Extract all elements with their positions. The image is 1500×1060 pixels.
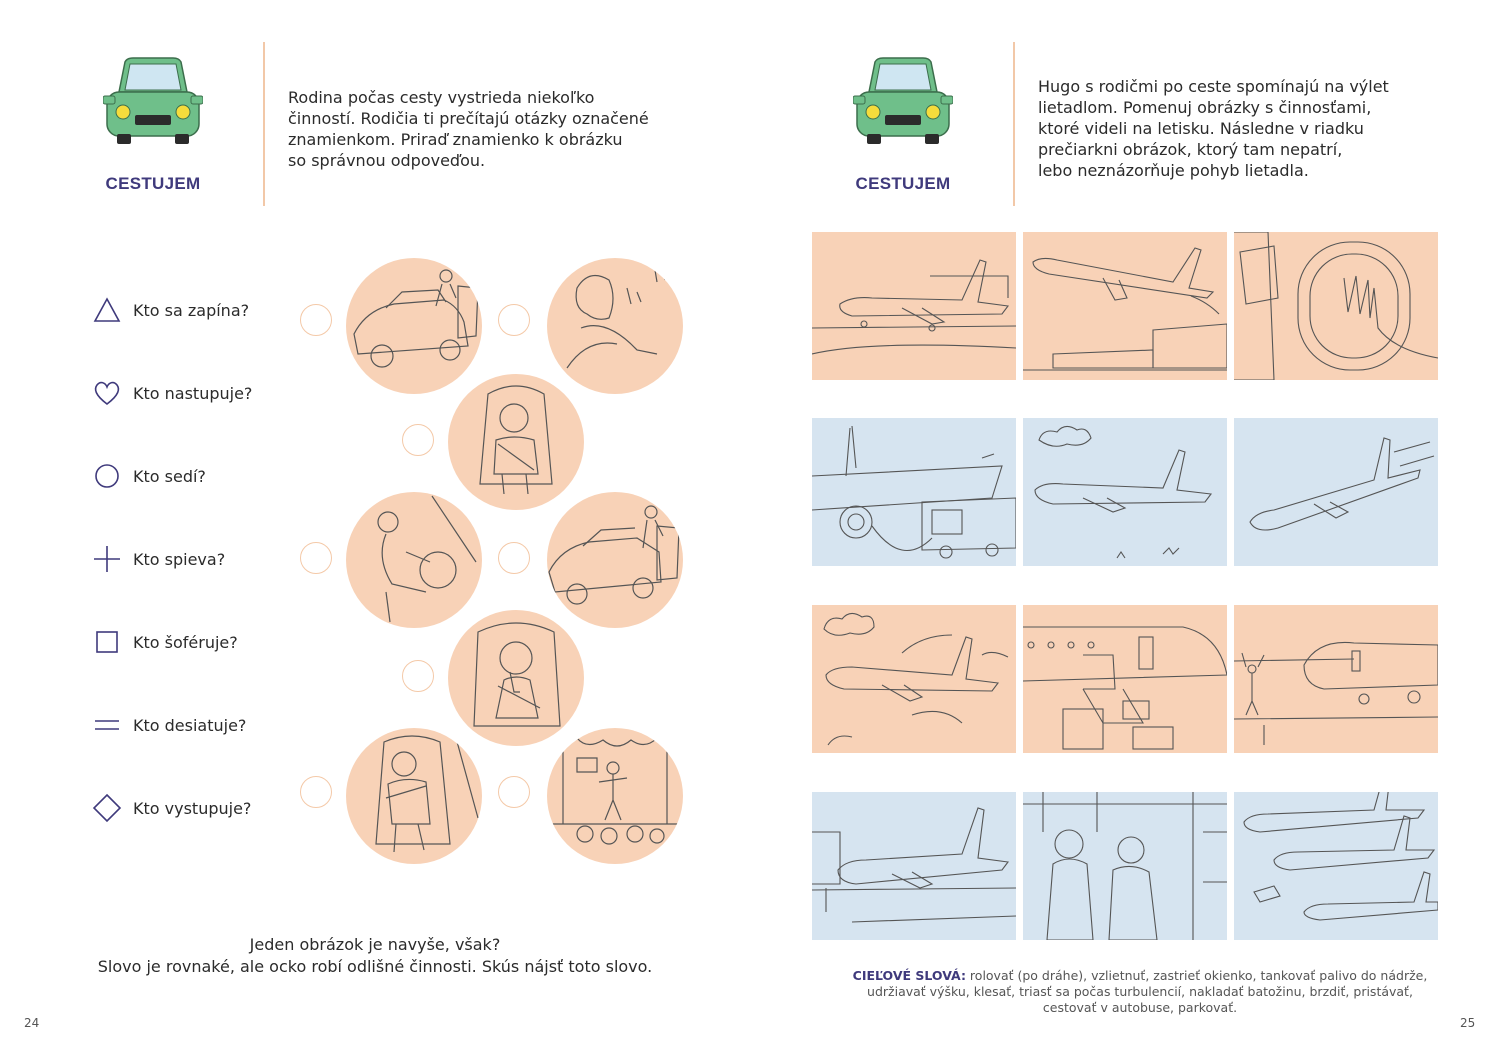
tile-refueling-plane[interactable]	[811, 418, 1017, 566]
tile-plane-descending[interactable]	[1234, 418, 1438, 566]
answer-slot[interactable]	[402, 424, 434, 456]
travel-badge: CESTUJEM	[818, 56, 988, 194]
tile-plane-braking[interactable]	[811, 792, 1017, 940]
picture-father-entering-car	[346, 258, 482, 394]
question-2: Kto nastupuje?	[92, 378, 252, 408]
picture-mother-singing	[547, 258, 683, 394]
footer-question: Jeden obrázok je navyše, však? Slovo je …	[97, 935, 653, 976]
answer-slot[interactable]	[498, 776, 530, 808]
question-3: Kto sedí?	[92, 461, 206, 491]
diamond-icon	[92, 793, 122, 823]
tile-plane-taxiing[interactable]	[811, 232, 1017, 380]
tile-plane-taking-off[interactable]	[1023, 232, 1228, 380]
tile-bus-passengers[interactable]	[1023, 792, 1227, 941]
equals-icon	[95, 720, 119, 730]
question-1: Kto sa zapína?	[92, 295, 249, 325]
instructions: Hugo s rodičmi po ceste spomínajú na výl…	[1038, 77, 1389, 180]
question-4: Kto spieva?	[92, 544, 225, 574]
answer-slot[interactable]	[498, 542, 530, 574]
tile-loading-luggage[interactable]	[1022, 605, 1228, 753]
tile-plane-parking[interactable]	[1233, 605, 1439, 753]
picture-boy-eating-snack	[448, 610, 584, 746]
travel-badge: CESTUJEM	[68, 56, 238, 194]
left-page: CESTUJEM Rodina počas cesty vystrieda ni…	[24, 42, 683, 1030]
square-icon	[96, 631, 118, 653]
circle-icon	[95, 464, 119, 488]
question-5: Kto šoféruje?	[92, 627, 238, 657]
page-number-left: 24	[24, 1016, 40, 1030]
triangle-icon	[93, 297, 121, 322]
badge-label: CESTUJEM	[855, 174, 951, 193]
tile-plane-turbulence[interactable]	[812, 605, 1016, 753]
badge-label: CESTUJEM	[105, 174, 201, 193]
answer-slot[interactable]	[498, 304, 530, 336]
answer-slot[interactable]	[300, 542, 332, 574]
divider-line	[263, 42, 265, 206]
divider-line	[1013, 42, 1015, 206]
question-6: Kto desiatuje?	[92, 710, 246, 740]
tile-planes-landing-sequence[interactable]	[1234, 773, 1439, 940]
picture-father-performing-on-stage	[547, 728, 683, 864]
picture-boy-sitting-in-seat	[448, 374, 584, 510]
right-page: CESTUJEM Hugo s rodičmi po ceste spomína…	[750, 0, 1500, 1060]
tile-plane-cruising[interactable]	[1023, 418, 1227, 566]
car-icon	[103, 57, 203, 144]
target-words-title: CIEĽOVÉ SLOVÁ:	[852, 968, 966, 983]
plus-icon	[94, 546, 120, 572]
tile-closing-window-blind[interactable]	[1234, 231, 1439, 381]
picture-father-driving	[346, 492, 482, 628]
page-number-right: 25	[1460, 1016, 1476, 1030]
question-7: Kto vystupuje?	[92, 793, 251, 823]
picture-boy-buckling-up	[346, 728, 482, 864]
car-icon	[853, 57, 953, 144]
instructions: Rodina počas cesty vystrieda niekoľko či…	[288, 88, 649, 170]
target-words: CIEĽOVÉ SLOVÁ: rolovať (po dráhe), vzlie…	[852, 968, 1428, 1015]
heart-icon	[94, 381, 120, 406]
answer-slot[interactable]	[300, 304, 332, 336]
answer-slot[interactable]	[300, 776, 332, 808]
answer-slot[interactable]	[402, 660, 434, 692]
picture-father-exiting-car	[547, 492, 683, 628]
